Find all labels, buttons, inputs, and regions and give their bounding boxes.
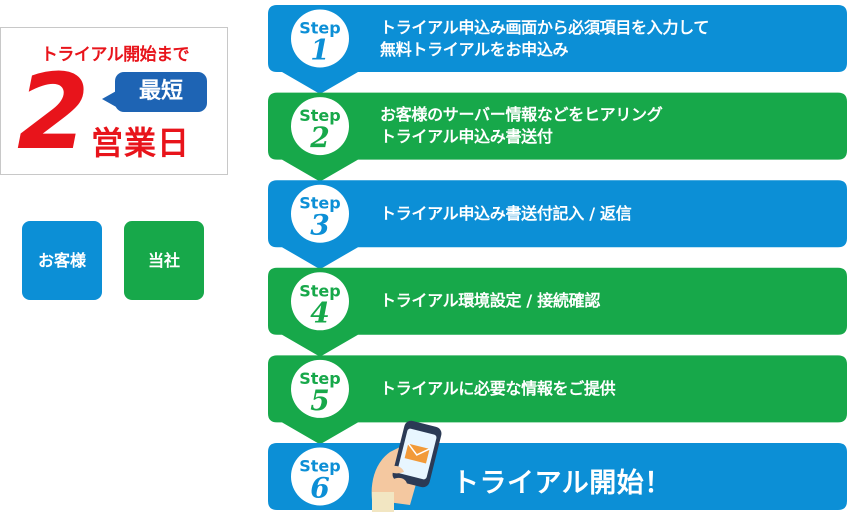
legend-company: 当社	[124, 221, 204, 300]
step-text-line: トライアルに必要な情報をご提供	[380, 378, 616, 398]
step-5-badge	[291, 359, 349, 418]
step-1-badge	[291, 9, 349, 68]
step-text-line: トライアル申込み書送付記入 / 返信	[380, 203, 632, 223]
step-number: 3	[310, 209, 329, 242]
step-3-badge	[291, 184, 349, 243]
step-3-banner	[268, 180, 847, 270]
promo-title: トライアル開始まで	[40, 45, 190, 65]
step-3-text: トライアル申込み書送付記入 / 返信	[380, 203, 632, 225]
step-4-banner	[268, 267, 847, 357]
step-4-text: トライアル環境設定 / 接続確認	[380, 290, 600, 312]
step-2-badge	[291, 97, 349, 156]
step-word: Step	[299, 194, 340, 213]
step-number: 6	[310, 472, 329, 505]
shortest-bubble: 最短	[102, 72, 207, 112]
step-1-text: トライアル申込み画面から必須項目を入力して無料トライアルをお申込み	[380, 17, 709, 61]
step-word: Step	[299, 281, 340, 300]
step-number: 4	[310, 296, 329, 329]
step-4-badge	[291, 272, 349, 331]
step-5-banner	[268, 355, 847, 445]
step-5-text: トライアルに必要な情報をご提供	[380, 378, 616, 400]
step-text-line: トライアル申込み書送付	[380, 127, 553, 147]
promo-days: 営業日	[91, 124, 191, 162]
legend-customer: お客様	[22, 221, 102, 300]
step-6-text: トライアル開始！	[452, 468, 672, 499]
smartphone-mail-icon	[371, 420, 442, 512]
step-text-line: 無料トライアルをお申込み	[380, 39, 569, 59]
step-word: Step	[299, 19, 340, 38]
step-number: 2	[309, 121, 329, 154]
trial-promo-box: トライアル開始まで 2 最短 営業日	[0, 27, 228, 175]
promo-big-number: 2	[17, 51, 90, 173]
step-word: Step	[299, 106, 340, 125]
step-2-text: お客様のサーバー情報などをヒアリングトライアル申込み書送付	[380, 104, 663, 148]
step-6-badge	[291, 447, 349, 506]
step-number: 5	[310, 384, 329, 417]
step-2-banner	[268, 92, 847, 182]
step-text-line: トライアル環境設定 / 接続確認	[380, 291, 601, 311]
step-text-line: お客様のサーバー情報などをヒアリング	[380, 105, 663, 125]
step-text-line: トライアル申込み画面から必須項目を入力して	[380, 17, 710, 37]
bubble-text: 最短	[138, 79, 183, 104]
step-word: Step	[299, 369, 340, 388]
step-number: 1	[310, 34, 329, 67]
step-1-banner	[268, 5, 847, 94]
step-word: Step	[299, 457, 340, 476]
